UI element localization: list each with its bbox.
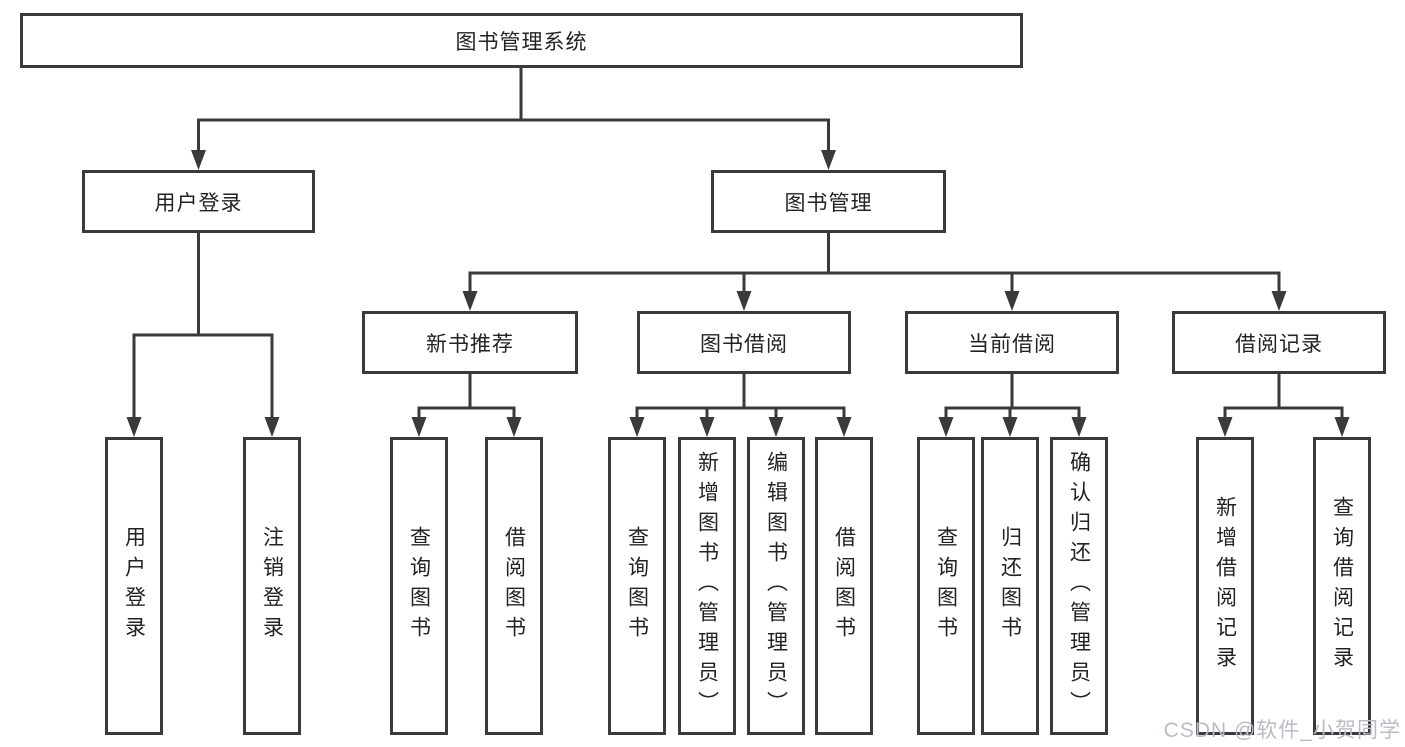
arrow-icon bbox=[768, 417, 784, 437]
leaf-current-query-book: 查询图书 bbox=[917, 437, 975, 735]
arrow-icon bbox=[629, 417, 645, 437]
connector-user-login-children bbox=[132, 231, 274, 421]
leaf-current-return-book-label: 归还图书 bbox=[998, 526, 1022, 646]
leaf-recommend-query-book-label: 查询图书 bbox=[407, 526, 431, 646]
arrow-icon bbox=[699, 417, 715, 437]
arrow-icon bbox=[736, 291, 752, 311]
connector-book-borrow-children bbox=[635, 372, 846, 421]
arrow-icon bbox=[1334, 417, 1350, 437]
arrow-icon bbox=[264, 417, 280, 437]
leaf-borrow-query-book-label: 查询图书 bbox=[625, 526, 649, 646]
arrowheads bbox=[126, 150, 1350, 437]
arrow-icon bbox=[1002, 417, 1018, 437]
connector-root-to-level2 bbox=[197, 66, 830, 154]
leaf-recommend-query-book: 查询图书 bbox=[390, 437, 448, 735]
leaf-current-query-book-label: 查询图书 bbox=[934, 526, 958, 646]
leaf-current-confirm-return-label: 确认归还（管理员） bbox=[1067, 451, 1091, 721]
node-new-book-recommend-label: 新书推荐 bbox=[426, 332, 514, 356]
node-book-management: 图书管理 bbox=[711, 170, 946, 233]
node-book-borrow: 图书借阅 bbox=[637, 311, 851, 374]
leaf-user-login-label: 用户登录 bbox=[122, 526, 146, 646]
leaf-logout-label: 注销登录 bbox=[260, 526, 284, 646]
arrow-icon bbox=[191, 150, 206, 170]
leaf-borrow-add-book-label: 新增图书（管理员） bbox=[695, 451, 719, 721]
arrow-icon bbox=[821, 150, 836, 170]
leaf-records-add-record-label: 新增借阅记录 bbox=[1213, 496, 1237, 676]
arrow-icon bbox=[506, 417, 522, 437]
node-book-management-label: 图书管理 bbox=[784, 191, 873, 215]
arrow-icon bbox=[1004, 291, 1020, 311]
arrow-icon bbox=[411, 417, 427, 437]
leaf-current-return-book: 归还图书 bbox=[981, 437, 1039, 735]
leaf-borrow-query-book: 查询图书 bbox=[608, 437, 666, 735]
node-user-login-label: 用户登录 bbox=[154, 191, 243, 215]
leaf-borrow-edit-book: 编辑图书（管理员） bbox=[747, 437, 805, 735]
arrow-icon bbox=[836, 417, 852, 437]
leaf-recommend-borrow-book-label: 借阅图书 bbox=[502, 526, 526, 646]
node-borrow-records: 借阅记录 bbox=[1172, 311, 1386, 374]
leaf-borrow-borrow-book: 借阅图书 bbox=[815, 437, 873, 735]
node-book-borrow-label: 图书借阅 bbox=[700, 332, 788, 356]
node-root: 图书管理系统 bbox=[20, 13, 1023, 68]
node-borrow-records-label: 借阅记录 bbox=[1235, 332, 1323, 356]
arrow-icon bbox=[1271, 291, 1287, 311]
arrow-icon bbox=[126, 417, 142, 437]
leaf-borrow-edit-book-label: 编辑图书（管理员） bbox=[764, 451, 788, 721]
node-new-book-recommend: 新书推荐 bbox=[362, 311, 578, 374]
connector-current-borrow-children bbox=[944, 372, 1081, 421]
arrow-icon bbox=[1071, 417, 1087, 437]
leaf-user-login: 用户登录 bbox=[105, 437, 163, 735]
node-user-login: 用户登录 bbox=[82, 170, 315, 233]
leaf-current-confirm-return: 确认归还（管理员） bbox=[1050, 437, 1108, 735]
connector-borrow-records-children bbox=[1223, 372, 1344, 421]
leaf-records-query-record-label: 查询借阅记录 bbox=[1330, 496, 1354, 676]
arrow-icon bbox=[462, 291, 478, 311]
leaf-borrow-add-book: 新增图书（管理员） bbox=[678, 437, 736, 735]
node-current-borrow: 当前借阅 bbox=[905, 311, 1119, 374]
arrow-icon bbox=[938, 417, 954, 437]
leaf-recommend-borrow-book: 借阅图书 bbox=[485, 437, 543, 735]
node-current-borrow-label: 当前借阅 bbox=[968, 332, 1056, 356]
node-root-label: 图书管理系统 bbox=[455, 30, 588, 54]
leaf-records-query-record: 查询借阅记录 bbox=[1313, 437, 1371, 735]
leaf-records-add-record: 新增借阅记录 bbox=[1196, 437, 1254, 735]
arrow-icon bbox=[1217, 417, 1233, 437]
leaf-borrow-borrow-book-label: 借阅图书 bbox=[832, 526, 856, 646]
csdn-watermark: CSDN @软件_小贺同学 bbox=[1163, 719, 1401, 742]
connector-new-book-recommend-children bbox=[417, 372, 516, 421]
connector-book-management-children bbox=[468, 231, 1281, 295]
leaf-logout: 注销登录 bbox=[243, 437, 301, 735]
